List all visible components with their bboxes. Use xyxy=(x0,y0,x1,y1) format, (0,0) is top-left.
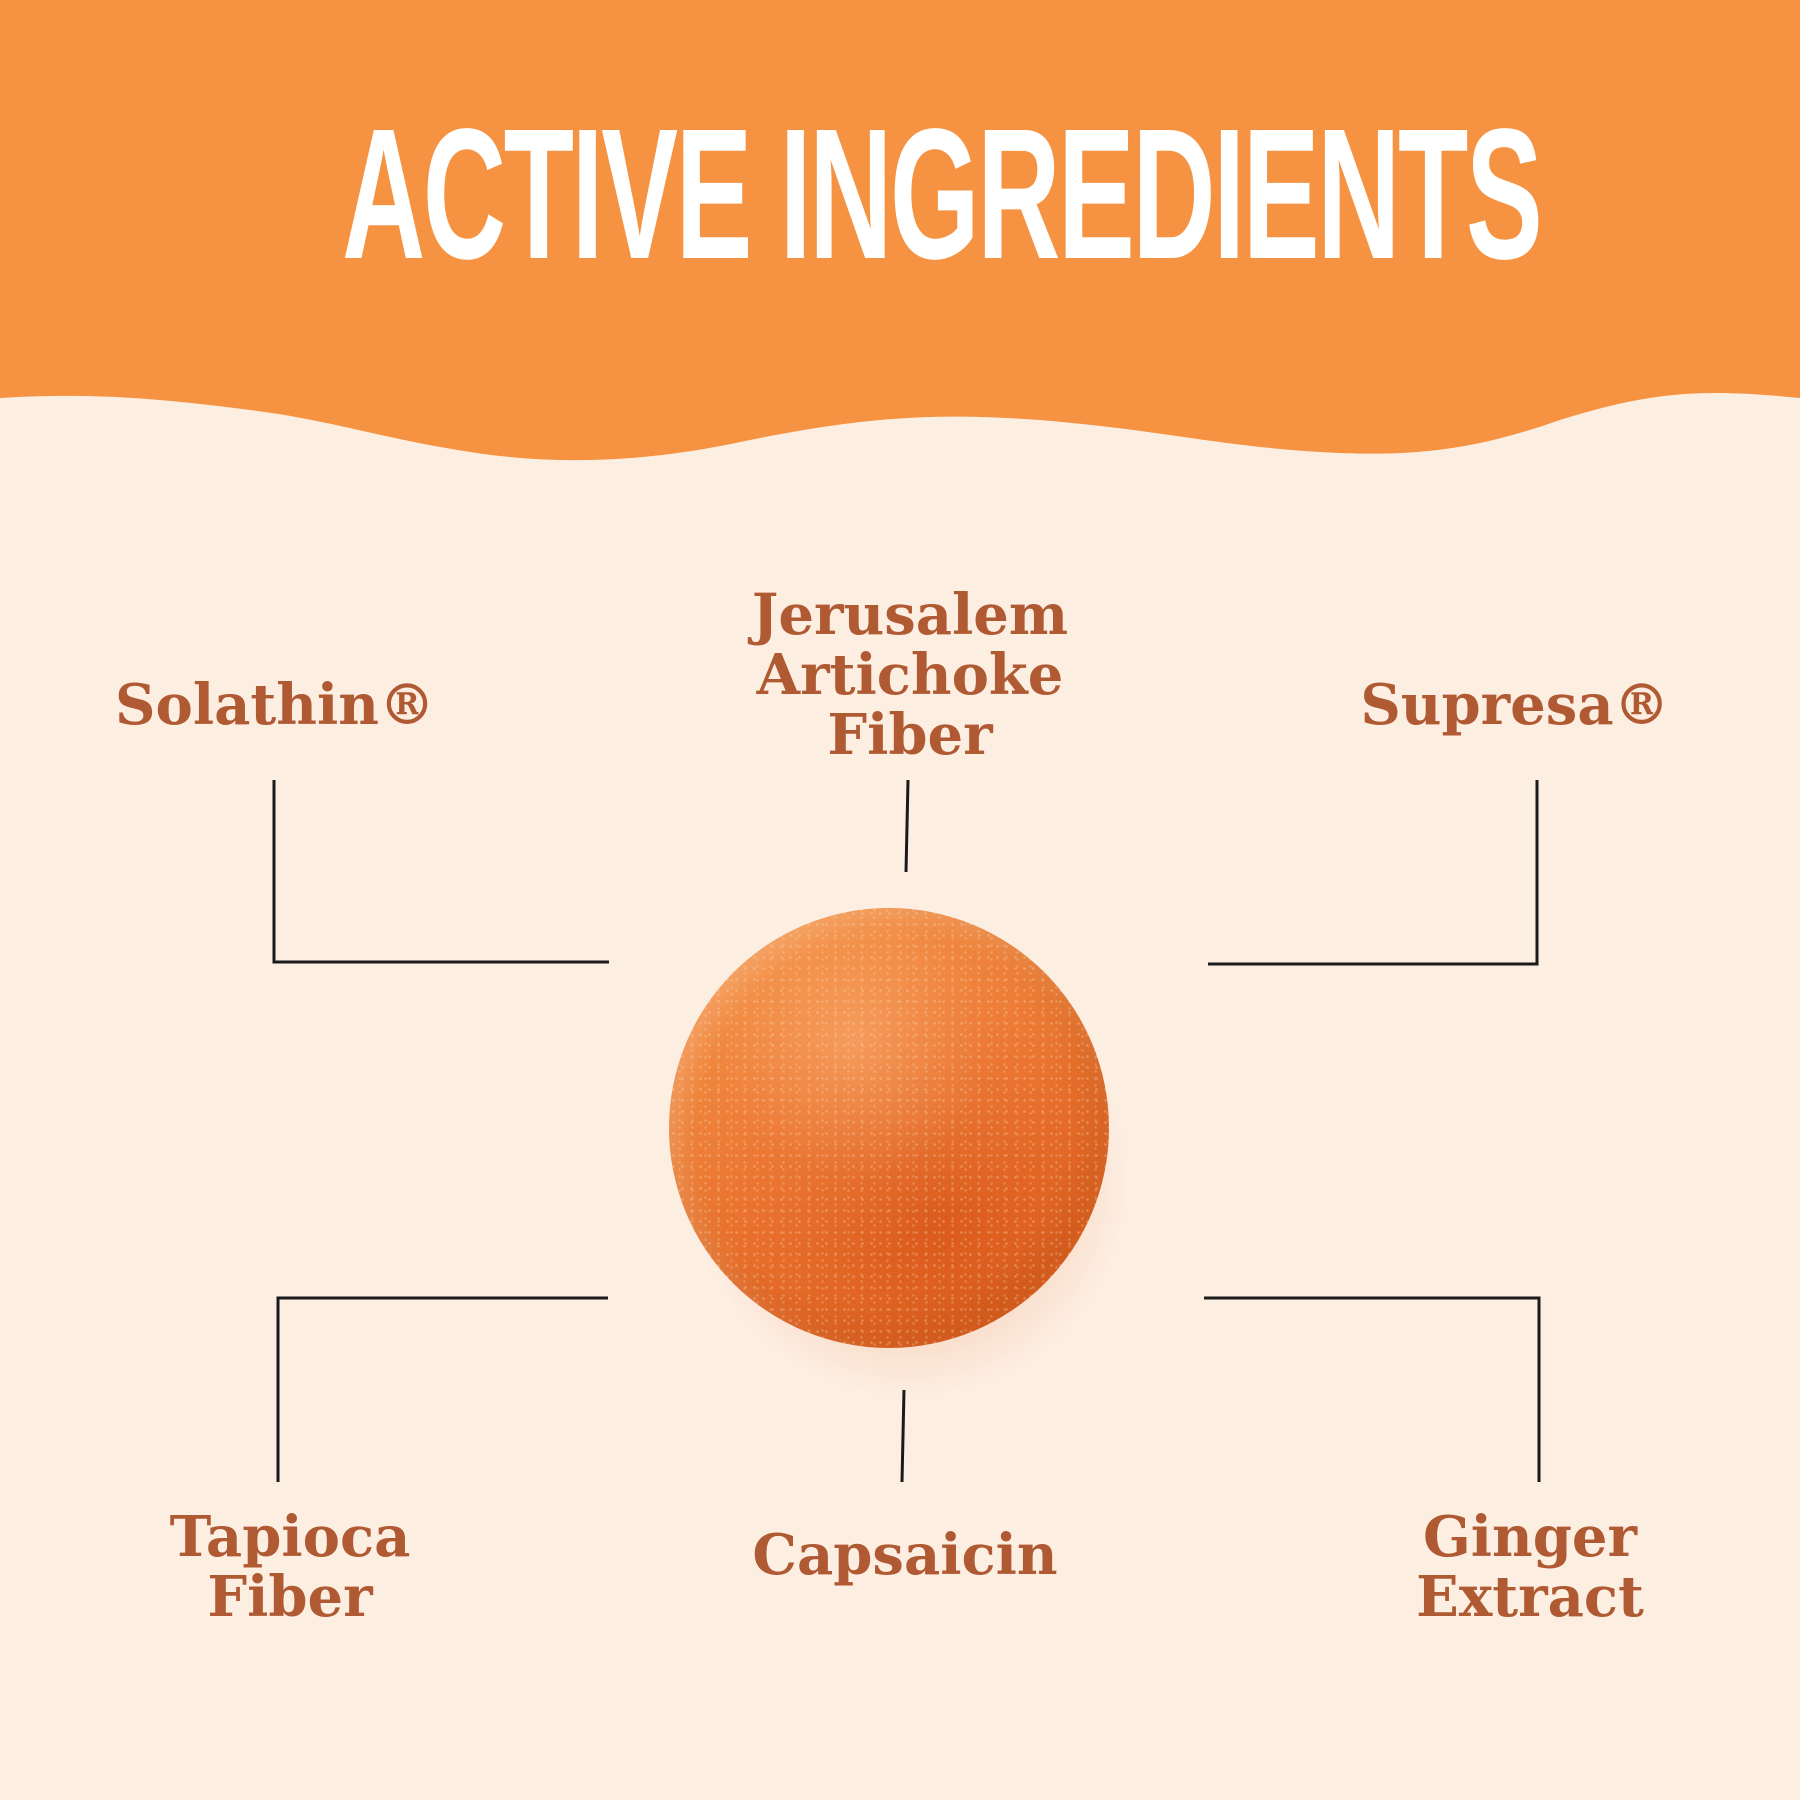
ingredient-label-line: Artichoke xyxy=(756,642,1064,708)
ingredient-tapioca-fiber: Tapioca Fiber xyxy=(140,1507,440,1627)
ingredient-ginger-extract: Ginger Extract xyxy=(1390,1507,1670,1627)
gummy-sugar-texture xyxy=(669,908,1109,1348)
ingredient-label-line: Fiber xyxy=(207,1564,373,1630)
ingredient-jerusalem-artichoke-fiber: Jerusalem Artichoke Fiber xyxy=(710,585,1110,765)
ingredient-solathin: Solathin® xyxy=(100,675,450,735)
ingredient-label-line: Ginger xyxy=(1422,1504,1638,1570)
wavy-banner-shape xyxy=(0,0,1800,461)
ingredient-label-line: Tapioca xyxy=(169,1504,411,1570)
header-banner xyxy=(0,0,1800,461)
connector-solathin xyxy=(272,780,609,964)
ingredient-label-line: Fiber xyxy=(827,702,993,768)
ingredient-label-line: Jerusalem xyxy=(751,582,1069,648)
gummy-image xyxy=(669,908,1109,1348)
ingredient-supresa: Supresa® xyxy=(1350,675,1680,735)
connector-tapioca xyxy=(276,1296,608,1482)
ingredient-label-line: Supresa® xyxy=(1360,672,1670,738)
page-title: ACTIVE INGREDIENTS xyxy=(342,91,1543,298)
connector-ginger xyxy=(1204,1296,1541,1482)
connector-jerusalem xyxy=(904,779,910,873)
ingredient-label-line: Extract xyxy=(1416,1564,1644,1630)
connector-capsaicin xyxy=(900,1389,906,1483)
ingredient-label-line: Solathin® xyxy=(115,672,435,738)
connector-supresa xyxy=(1208,780,1539,966)
ingredient-label-line: Capsaicin xyxy=(752,1522,1058,1588)
ingredient-capsaicin: Capsaicin xyxy=(730,1525,1080,1585)
